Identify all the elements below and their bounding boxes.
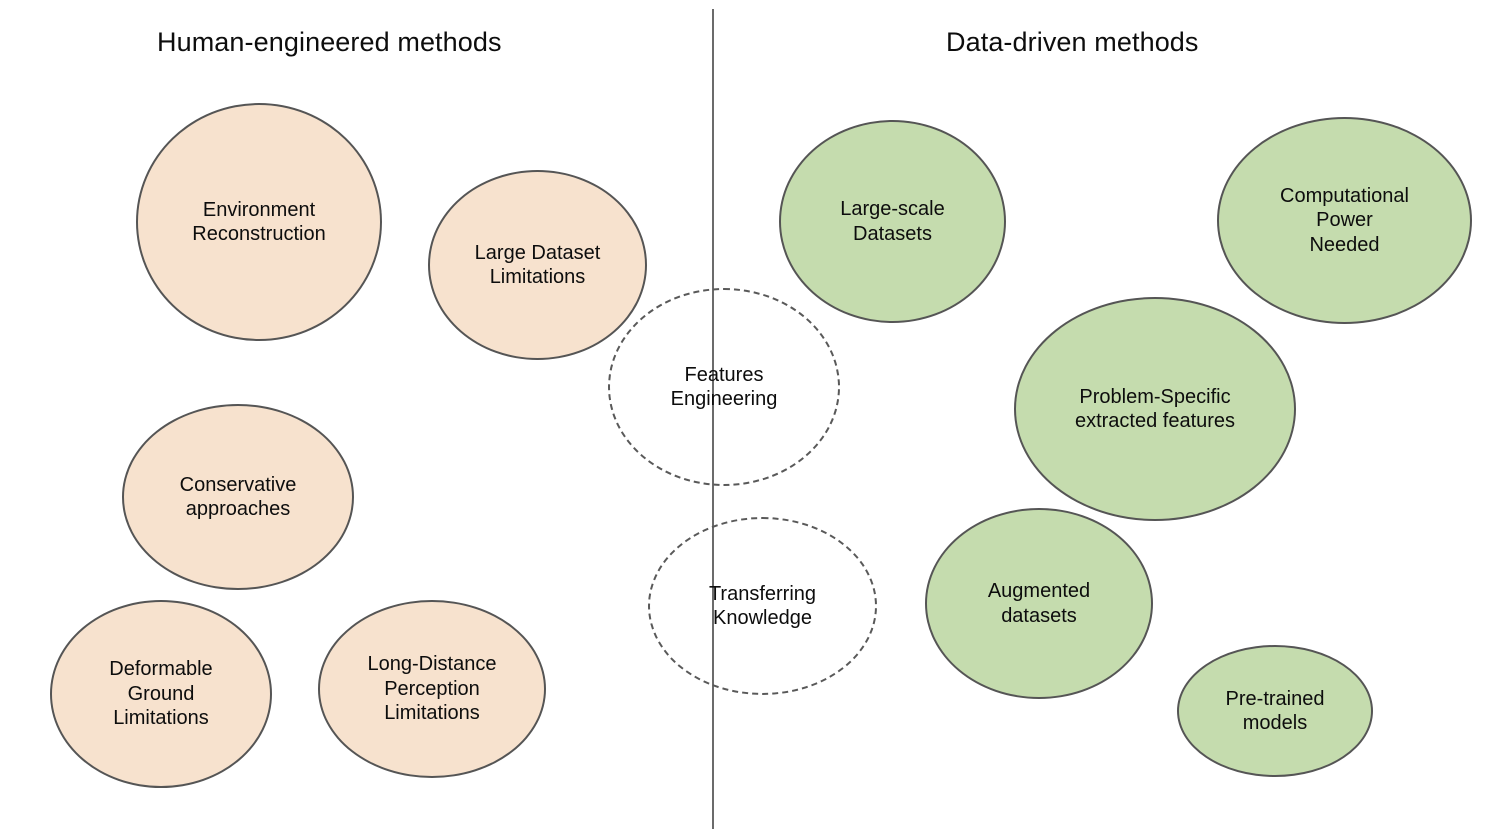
bubble-label-computational-power-needed: Computational Power Needed [1280,184,1409,256]
bubble-label-large-dataset-limitations: Large Dataset Limitations [474,241,601,288]
bubble-label-transferring-knowledge: Transferring Knowledge [708,582,817,629]
bubble-large-scale-datasets[interactable]: Large-scale Datasets [779,120,1006,323]
bubble-label-augmented-datasets: Augmented datasets [987,580,1091,627]
bubble-augmented-datasets[interactable]: Augmented datasets [925,508,1153,699]
bubble-transferring-knowledge[interactable]: Transferring Knowledge [648,517,877,695]
bubble-problem-specific-extracted-features[interactable]: Problem-Specific extracted features [1014,297,1296,521]
bubble-environment-reconstruction[interactable]: Environment Reconstruction [136,103,382,341]
bubble-large-dataset-limitations[interactable]: Large Dataset Limitations [428,170,647,360]
bubble-label-large-scale-datasets: Large-scale Datasets [840,198,945,245]
bubble-label-deformable-ground-limitations: Deformable Ground Limitations [109,658,213,730]
bubble-label-long-distance-perception-limitations: Long-Distance Perception Limitations [367,653,497,725]
bubble-label-problem-specific-extracted-features: Problem-Specific extracted features [1074,385,1236,432]
page-title-right: Data-driven methods [946,27,1199,57]
bubble-label-features-engineering: Features Engineering [670,363,778,410]
bubble-long-distance-perception-limitations[interactable]: Long-Distance Perception Limitations [318,600,546,778]
bubble-label-conservative-approaches: Conservative approaches [179,473,297,520]
page-title-left: Human-engineered methods [157,27,502,57]
bubble-deformable-ground-limitations[interactable]: Deformable Ground Limitations [50,600,272,788]
bubble-label-pre-trained-models: Pre-trained models [1225,687,1325,734]
bubble-pre-trained-models[interactable]: Pre-trained models [1177,645,1373,777]
bubble-features-engineering[interactable]: Features Engineering [608,288,840,486]
bubble-computational-power-needed[interactable]: Computational Power Needed [1217,117,1472,324]
bubble-conservative-approaches[interactable]: Conservative approaches [122,404,354,590]
bubble-label-environment-reconstruction: Environment Reconstruction [192,198,326,245]
